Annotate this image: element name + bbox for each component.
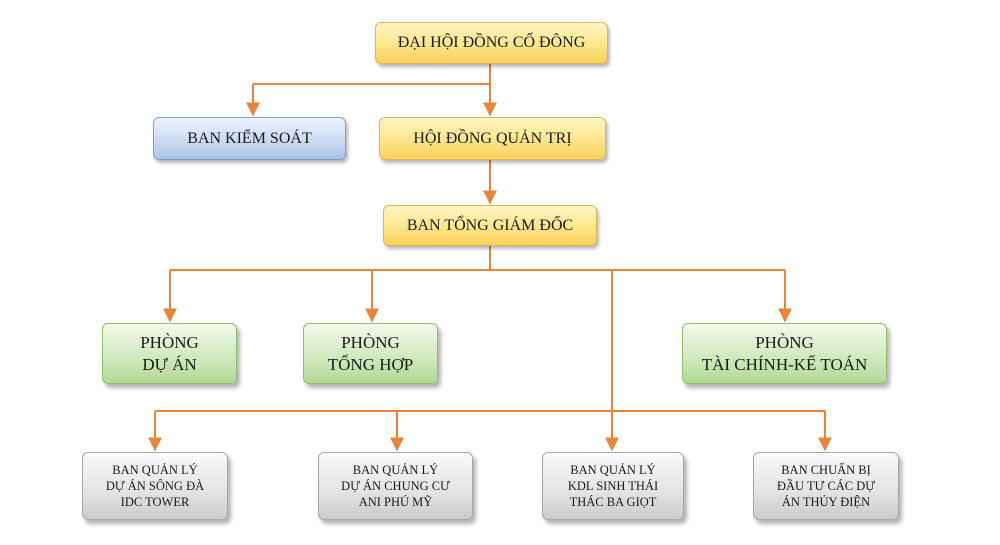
node-dai-hoi-dong-co-dong: ĐẠI HỘI ĐỒNG CỔ ĐÔNG [375, 22, 608, 64]
node-label-line: THÁC BA GIỌT [569, 495, 657, 510]
node-phong-du-an: PHÒNG DỰ ÁN [102, 323, 237, 384]
node-phong-tong-hop: PHÒNG TỔNG HỢP [303, 323, 438, 384]
node-label-line: PHÒNG [341, 333, 400, 353]
node-hoi-dong-quan-tri: HỘI ĐỒNG QUẢN TRỊ [379, 117, 606, 160]
node-label-line: DỰ ÁN CHUNG CƯ [341, 478, 450, 493]
node-bql-kdl-thac-ba-giot: BAN QUẢN LÝ KDL SINH THÁI THÁC BA GIỌT [542, 452, 684, 520]
node-label-line: ĐẦU TƯ CÁC DỰ [777, 478, 875, 493]
node-label: BAN TỔNG GIÁM ĐỐC [406, 216, 574, 234]
node-ban-chuan-bi-dau-tu-thuy-dien: BAN CHUẨN BỊ ĐẦU TƯ CÁC DỰ ÁN THỦY ĐIỆN [753, 452, 899, 520]
node-label-line: ÁN THỦY ĐIỆN [781, 495, 871, 510]
node-label-line: IDC TOWER [120, 495, 190, 510]
node-label-line: KDL SINH THÁI [567, 478, 659, 493]
node-bql-chung-cu-ani-phu-my: BAN QUẢN LÝ DỰ ÁN CHUNG CƯ ANI PHÚ MỸ [318, 452, 473, 520]
node-label: HỘI ĐỒNG QUẢN TRỊ [413, 129, 572, 147]
node-label-line: BAN QUẢN LÝ [112, 462, 198, 477]
node-label-line: ANI PHÚ MỸ [358, 495, 433, 510]
node-label-line: BAN QUẢN LÝ [570, 462, 656, 477]
node-label-line: DỰ ÁN [142, 354, 197, 374]
node-label: ĐẠI HỘI ĐỒNG CỔ ĐÔNG [397, 34, 586, 51]
node-label-line: BAN QUẢN LÝ [352, 462, 439, 477]
node-label: BAN KIỂM SOÁT [187, 129, 312, 147]
node-phong-tai-chinh-ke-toan: PHÒNG TÀI CHÍNH-KẾ TOÁN [682, 323, 887, 384]
node-ban-tong-giam-doc: BAN TỔNG GIÁM ĐỐC [383, 205, 597, 246]
node-ban-kiem-soat: BAN KIỂM SOÁT [153, 117, 346, 160]
node-label-line: TỔNG HỢP [327, 354, 414, 374]
node-bql-song-da-idc-tower: BAN QUẢN LÝ DỰ ÁN SÔNG ĐÀ IDC TOWER [82, 452, 228, 520]
node-label-line: PHÒNG [755, 333, 814, 353]
node-label-line: BAN CHUẨN BỊ [781, 462, 871, 477]
node-label-line: DỰ ÁN SÔNG ĐÀ [105, 478, 205, 493]
node-label-line: PHÒNG [140, 333, 199, 353]
node-label-line: TÀI CHÍNH-KẾ TOÁN [701, 354, 868, 374]
